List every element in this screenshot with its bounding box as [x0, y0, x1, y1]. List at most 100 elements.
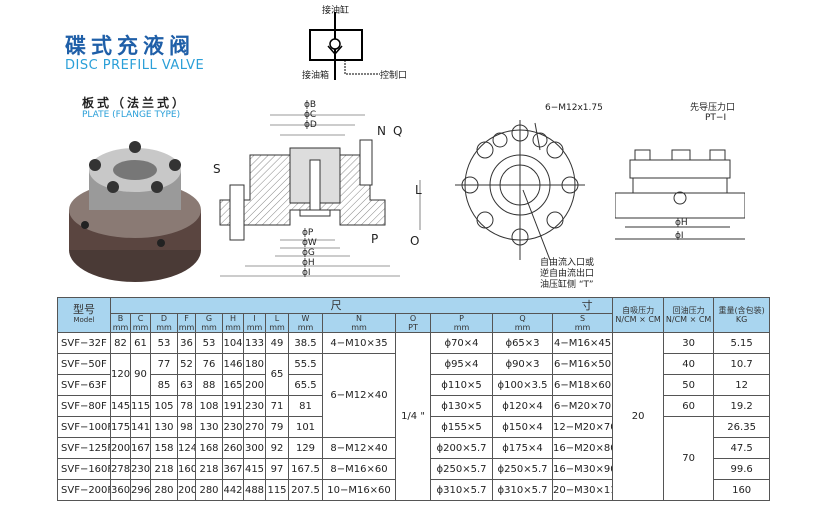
cell-P: ϕ95×4: [430, 353, 493, 375]
product-photo: [69, 141, 201, 282]
cell-weight: 160: [713, 479, 771, 501]
cell-Q: ϕ65×3: [492, 332, 553, 354]
cell-P: ϕ310×5.7: [430, 479, 493, 501]
cell-C: 296: [130, 479, 151, 501]
cell-L: 65: [265, 353, 289, 396]
cell-D: 130: [150, 416, 178, 438]
cell-P: ϕ70×4: [430, 332, 493, 354]
cell-weight: 12: [713, 374, 771, 396]
cell-model: SVF−50F: [57, 353, 111, 375]
cell-G: 53: [195, 332, 223, 354]
pilot-port-label: 先导压力口: [690, 103, 736, 113]
cell-L: 115: [265, 479, 289, 501]
side-dim-H: ϕH: [675, 218, 688, 228]
cell-W: 65.5: [288, 374, 323, 396]
cell-G: 88: [195, 374, 223, 396]
cell-Q: ϕ250×5.7: [492, 458, 553, 480]
dim-D: ϕD: [304, 120, 317, 130]
cell-G: 280: [195, 479, 223, 501]
dim-G: ϕG: [302, 248, 315, 258]
cell-W: 167.5: [288, 458, 323, 480]
cell-N: 8−M12×40: [322, 437, 396, 459]
cell-B: 278: [110, 458, 131, 480]
dim-I: ϕI: [302, 268, 311, 278]
port-note-3: 油压缸侧 “T”: [540, 280, 594, 290]
cell-S: 16−M20×80: [551, 437, 614, 459]
label-P: P: [371, 232, 379, 246]
cell-H: 146: [222, 353, 244, 375]
cell-G: 130: [195, 416, 223, 438]
bolt-spec: 6−M12x1.75: [545, 103, 603, 113]
cell-F: 124: [177, 437, 196, 459]
cell-D: 53: [150, 332, 178, 354]
cell-weight: 47.5: [713, 437, 771, 459]
cell-C: 61: [130, 332, 151, 354]
dim-P: ϕP: [302, 228, 314, 238]
cell-Q: ϕ100×3.5: [492, 374, 553, 396]
cell-B: 145: [110, 395, 131, 417]
cell-S: 6−M20×70: [551, 395, 614, 417]
cell-I: 133: [243, 332, 266, 354]
dim-W: ϕW: [302, 238, 317, 248]
cell-S: 16−M30×90: [551, 458, 614, 480]
cell-N: 4−M10×35: [322, 332, 396, 354]
side-view-drawing: [615, 149, 745, 240]
cell-S: 6−M16×50: [551, 353, 614, 375]
cell-I: 270: [243, 416, 266, 438]
cell-Q: ϕ90×3: [492, 353, 553, 375]
cell-F: 36: [177, 332, 196, 354]
cell-N: 10−M16×60: [322, 479, 396, 501]
cell-G: 218: [195, 458, 223, 480]
section-drawing: [219, 114, 421, 277]
cell-P: ϕ155×5: [430, 416, 493, 438]
cell-D: 280: [150, 479, 178, 501]
cell-model: SVF−200F: [57, 479, 111, 501]
cell-C: 230: [130, 458, 151, 480]
cell-D: 105: [150, 395, 178, 417]
cell-B: 360: [110, 479, 131, 501]
cell-D: 77: [150, 353, 178, 375]
cell-P: ϕ250×5.7: [430, 458, 493, 480]
cell-return: 60: [663, 395, 715, 417]
cell-S: 12−M20×70: [551, 416, 614, 438]
cell-C: 167: [130, 437, 151, 459]
cell-H: 230: [222, 416, 244, 438]
cell-B: 200: [110, 437, 131, 459]
cell-B: 175: [110, 416, 131, 438]
cell-return: 40: [663, 353, 715, 375]
cell-weight: 10.7: [713, 353, 771, 375]
cell-I: 488: [243, 479, 266, 501]
title-cn: 碟式充液阀: [65, 34, 195, 58]
front-view-drawing: [455, 120, 585, 261]
cell-W: 38.5: [288, 332, 323, 354]
cell-P: ϕ200×5.7: [430, 437, 493, 459]
cell-C: 90: [130, 353, 151, 396]
cell-model: SVF−63F: [57, 374, 111, 396]
cell-weight: 19.2: [713, 395, 771, 417]
cell-F: 52: [177, 353, 196, 375]
cell-C: 141: [130, 416, 151, 438]
cell-Q: ϕ175×4: [492, 437, 553, 459]
cell-weight: 99.6: [713, 458, 771, 480]
side-dim-I: ϕI: [675, 231, 684, 241]
cell-I: 230: [243, 395, 266, 417]
header-weight: 重量(含包装)KG: [713, 297, 771, 333]
cell-F: 160: [177, 458, 196, 480]
header-dimensions: 尺尺寸: [109, 297, 614, 314]
symbol-label-cylinder: 接油缸: [322, 6, 350, 16]
dim-B: ϕB: [304, 100, 317, 110]
cell-Q: ϕ310×5.7: [492, 479, 553, 501]
